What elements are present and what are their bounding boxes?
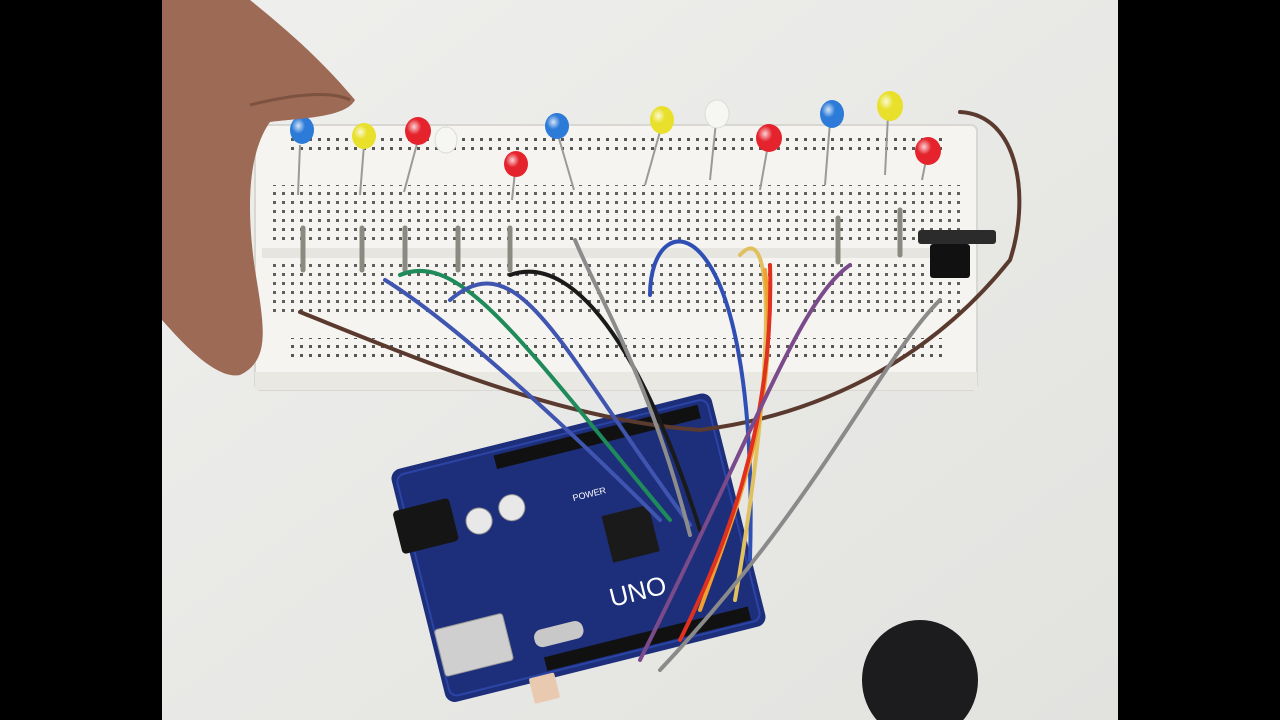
wire-green — [398, 268, 672, 522]
led-white-2 — [704, 99, 730, 129]
led-yellow-1 — [352, 123, 376, 149]
left-letterbox — [0, 0, 162, 720]
resistors — [300, 207, 903, 273]
wire-blue-2 — [448, 281, 692, 527]
hand — [162, 0, 355, 376]
led-white-1 — [434, 126, 458, 154]
jumper-wires — [298, 110, 1022, 672]
right-letterbox — [1118, 0, 1280, 720]
led-red-4 — [915, 137, 941, 165]
led-yellow-3 — [877, 91, 903, 121]
wire-blue-1 — [383, 278, 662, 522]
led-red-3 — [756, 124, 782, 152]
leds — [290, 91, 941, 177]
led-blue-3 — [820, 100, 844, 128]
led-blue-1 — [290, 116, 314, 144]
wire-purple — [638, 263, 852, 662]
wire-black — [508, 269, 702, 532]
remote-control — [862, 620, 978, 720]
ir-receiver-module — [918, 230, 996, 278]
wire-gray-1 — [573, 238, 692, 537]
led-red-2 — [504, 151, 528, 177]
led-yellow-2 — [650, 106, 674, 134]
led-red-1 — [405, 117, 431, 145]
wire-red — [678, 263, 773, 642]
led-blue-2 — [545, 113, 569, 139]
wire-tan — [733, 246, 768, 602]
wire-brown — [298, 110, 1022, 433]
wire-gray-2 — [658, 298, 942, 672]
